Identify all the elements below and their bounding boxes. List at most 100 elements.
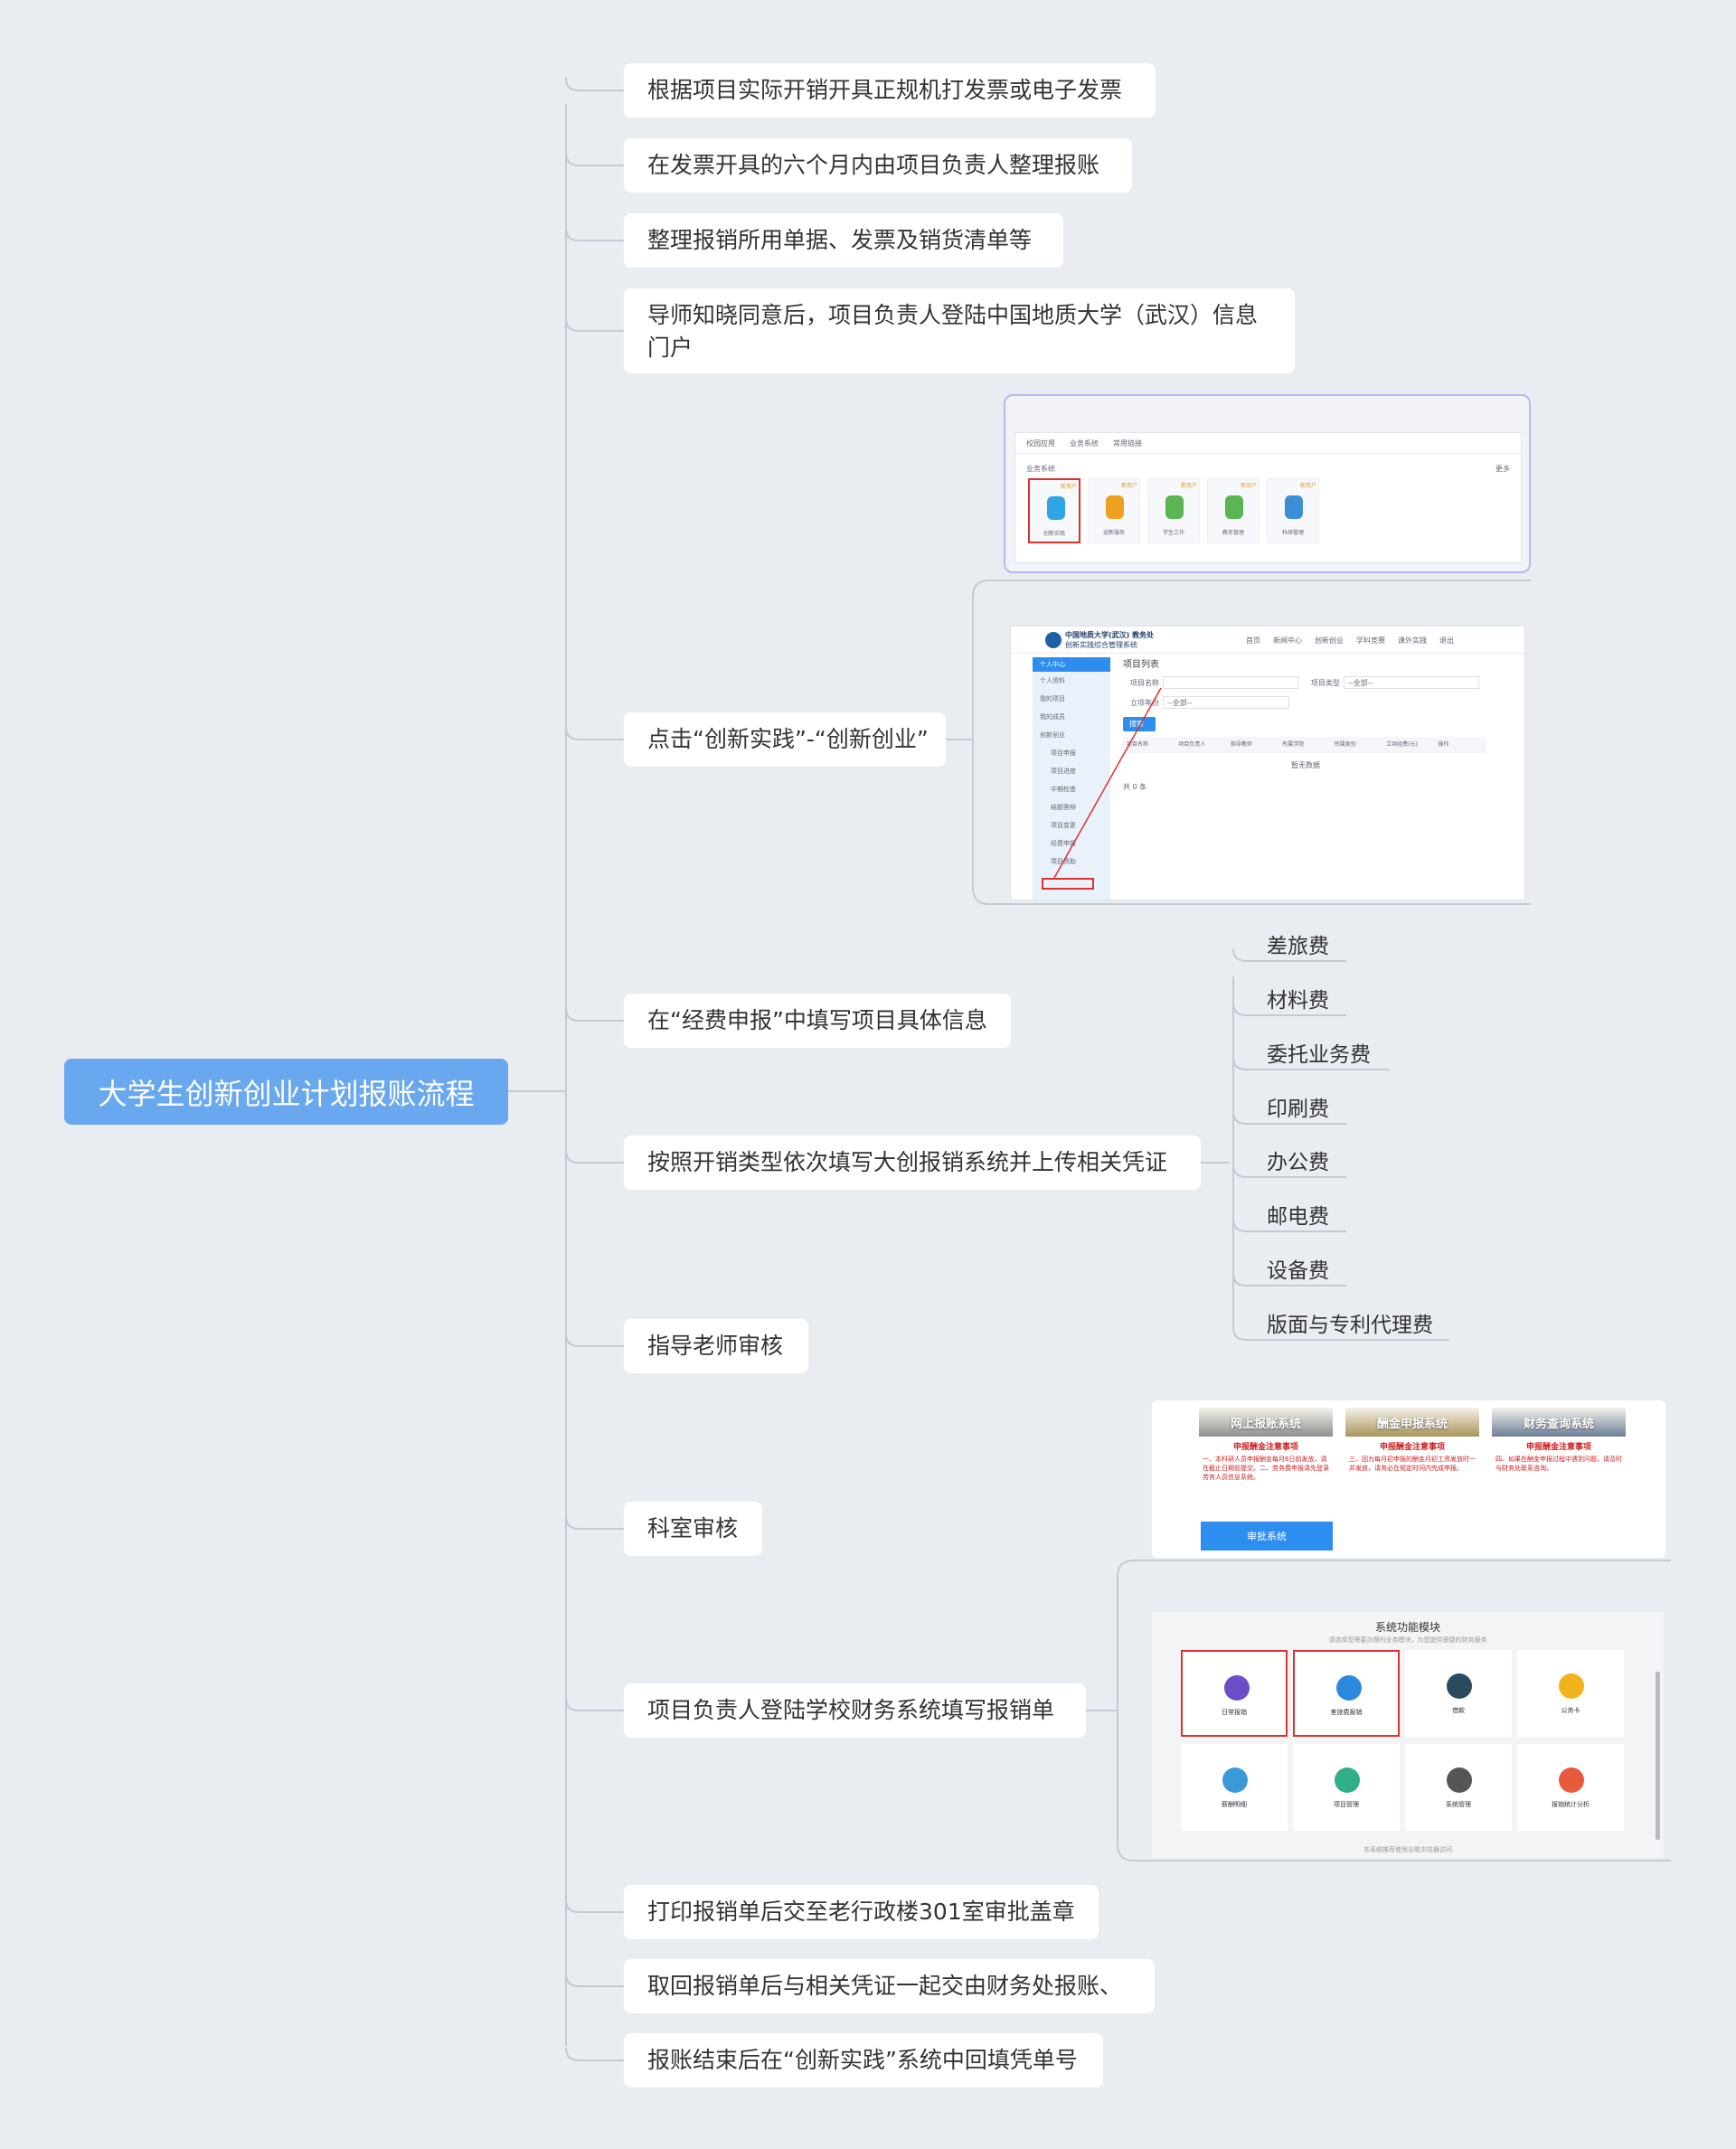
expense-type-7[interactable]: 设备费 [1267, 1259, 1329, 1283]
modules-footer: 本系统推荐使用谷歌浏览器访问 [1363, 1846, 1452, 1853]
step-label: 根据项目实际开销开具正规机打发票或电子发票 [647, 77, 1123, 103]
expense-type-3[interactable]: 委托业务费 [1267, 1043, 1371, 1067]
finance-system-1[interactable]: 网上报账系统申报酬金注意事项一、本科研人员申报酬金每月6日前发放，请在截止日期前… [1199, 1408, 1333, 1518]
sidebar-item-3[interactable]: 我的项目 [1040, 695, 1065, 702]
innovation-system-screenshot: 中国地质大学(武汉) 教务处 创新实践综合管理系统 首页新闻中心创新创业学科竞赛… [1010, 626, 1525, 900]
nav-item-2[interactable]: 新闻中心 [1273, 636, 1302, 645]
step-node-10[interactable]: 项目负责人登陆学校财务系统填写报销单 [624, 1683, 1086, 1738]
step-label: 科室审核 [647, 1515, 739, 1541]
step-label: 在“经费申报”中填写项目具体信息 [647, 1007, 987, 1033]
finance-module-3[interactable]: 借款 [1405, 1650, 1512, 1737]
school-logo-icon [1045, 632, 1061, 648]
finance-modules-screenshot: 系统功能模块 请选择您需要办理的业务模块，为您提供便捷的财务服务 日常报销差旅费… [1152, 1612, 1664, 1858]
step-label: 报账结束后在“创新实践”系统中回填凭单号 [647, 2047, 1078, 2073]
expense-type-6[interactable]: 邮电费 [1267, 1205, 1329, 1229]
step-node-7[interactable]: 按照开销类型依次填写大创报销系统并上传相关凭证 [624, 1136, 1201, 1190]
nav-item-6[interactable]: 退出 [1439, 636, 1454, 645]
nav-item-4[interactable]: 学科竞赛 [1356, 636, 1385, 645]
sidebar-item-11[interactable]: 经费申报 [1051, 840, 1076, 847]
table-column-4: 所属学院 [1282, 741, 1305, 748]
step-node-9[interactable]: 科室审核 [624, 1502, 762, 1556]
sidebar-item-5[interactable]: 创新创业 [1040, 731, 1065, 739]
sidebar-item-9[interactable]: 结题答辩 [1051, 804, 1076, 811]
filter-input-name[interactable] [1163, 676, 1298, 689]
expense-type-2[interactable]: 材料费 [1267, 989, 1329, 1013]
app-icon [1106, 495, 1124, 519]
portal-app-1[interactable]: 新用户创新实践 [1028, 478, 1080, 543]
step-node-2[interactable]: 在发票开具的六个月内由项目负责人整理报账 [624, 138, 1132, 193]
portal-more-link[interactable]: 更多 [1495, 465, 1510, 473]
root-label: 大学生创新创业计划报账流程 [98, 1076, 475, 1111]
module-icon [1224, 1675, 1250, 1701]
step-node-3[interactable]: 整理报销所用单据、发票及销货清单等 [624, 213, 1063, 268]
expense-type-5[interactable]: 办公费 [1267, 1151, 1329, 1174]
step-label: 导师知晓同意后，项目负责人登陆中国地质大学（武汉）信息门户 [647, 302, 1259, 361]
step-label: 项目负责人登陆学校财务系统填写报销单 [647, 1697, 1055, 1723]
root-node[interactable]: 大学生创新创业计划报账流程 [64, 1059, 508, 1125]
finance-system-2[interactable]: 酬金申报系统申报酬金注意事项三、因为每月初申报的酬金月初工资发放时一并发放，请务… [1345, 1408, 1479, 1518]
nav-item-5[interactable]: 课外实践 [1398, 636, 1427, 645]
table-column-6: 立项经费(元) [1386, 741, 1418, 748]
sidebar-item-8[interactable]: 中期检查 [1051, 786, 1076, 793]
step-label: 在发票开具的六个月内由项目负责人整理报账 [647, 152, 1100, 178]
step-node-8[interactable]: 指导老师审核 [624, 1319, 808, 1373]
step-node-13[interactable]: 报账结束后在“创新实践”系统中回填凭单号 [624, 2033, 1103, 2088]
module-icon [1335, 1767, 1360, 1793]
expense-type-4[interactable]: 印刷费 [1267, 1098, 1329, 1121]
finance-module-2[interactable]: 差旅费报销 [1293, 1650, 1400, 1737]
finance-system-3[interactable]: 财务查询系统申报酬金注意事项四、如果在酬金申报过程中遇到问题，请及时与财务处联系… [1492, 1408, 1626, 1518]
table-column-2: 项目负责人 [1178, 741, 1206, 748]
approval-system-button[interactable]: 审批系统 [1201, 1522, 1333, 1550]
step-label: 打印报销单后交至老行政楼301室审批盖章 [647, 1899, 1075, 1925]
scrollbar[interactable] [1656, 1672, 1660, 1840]
nav-item-3[interactable]: 创新创业 [1315, 636, 1344, 645]
module-icon [1559, 1767, 1584, 1793]
sidebar-item-4[interactable]: 我的成员 [1040, 713, 1065, 721]
filter-label-type: 项目类型 [1311, 679, 1340, 687]
step-node-6[interactable]: 在“经费申报”中填写项目具体信息 [624, 994, 1011, 1048]
system-logo: 中国地质大学(武汉) 教务处 [1065, 631, 1155, 639]
step-node-1[interactable]: 根据项目实际开销开具正规机打发票或电子发票 [624, 63, 1156, 118]
portal-screenshot: 校园应用业务系统常用链接 业务系统 更多 新用户创新实践新用户迎新服务新用户学生… [1004, 394, 1531, 573]
portal-app-2[interactable]: 新用户迎新服务 [1088, 478, 1140, 543]
step-label: 指导老师审核 [647, 1333, 784, 1359]
search-button[interactable]: 搜索 [1123, 717, 1156, 731]
sidebar-item-2[interactable]: 个人资料 [1040, 677, 1065, 684]
sidebar-item-6[interactable]: 项目申报 [1051, 749, 1076, 757]
portal-app-5[interactable]: 新用户科研管理 [1267, 478, 1319, 543]
table-column-5: 所属类别 [1334, 741, 1356, 748]
portal-tab-3[interactable]: 常用链接 [1113, 439, 1142, 448]
expense-type-8[interactable]: 版面与专利代理费 [1267, 1314, 1433, 1337]
portal-app-4[interactable]: 新用户教务管理 [1207, 478, 1260, 543]
finance-module-5[interactable]: 薪酬明细 [1181, 1744, 1288, 1831]
finance-module-8[interactable]: 报销统计分析 [1517, 1744, 1624, 1831]
step-node-11[interactable]: 打印报销单后交至老行政楼301室审批盖章 [624, 1885, 1099, 1939]
finance-login-screenshot: 网上报账系统申报酬金注意事项一、本科研人员申报酬金每月6日前发放，请在截止日期前… [1152, 1400, 1665, 1558]
sidebar-item-1[interactable]: 个人中心 [1033, 657, 1110, 672]
table-column-3: 指导教师 [1230, 741, 1252, 748]
project-list-title: 项目列表 [1123, 660, 1159, 670]
empty-text: 暂无数据 [1291, 761, 1320, 769]
module-icon [1447, 1767, 1472, 1793]
system-logo-sub: 创新实践综合管理系统 [1065, 641, 1137, 649]
sidebar-item-10[interactable]: 项目变更 [1051, 822, 1076, 829]
finance-module-4[interactable]: 公务卡 [1517, 1650, 1624, 1737]
portal-app-3[interactable]: 新用户学生工作 [1147, 478, 1200, 543]
filter-select-type[interactable]: --全部-- [1344, 676, 1479, 689]
portal-tab-2[interactable]: 业务系统 [1070, 439, 1099, 448]
portal-section: 业务系统 [1026, 465, 1055, 473]
sidebar-item-7[interactable]: 项目进度 [1051, 768, 1076, 775]
table-column-1: 项目名称 [1127, 741, 1149, 748]
finance-module-7[interactable]: 系统管理 [1405, 1744, 1512, 1831]
finance-module-6[interactable]: 项目管理 [1293, 1744, 1400, 1831]
pager-text: 共 0 条 [1123, 783, 1147, 791]
step-node-12[interactable]: 取回报销单后与相关凭证一起交由财务处报账、 [624, 1959, 1155, 2013]
portal-tab-1[interactable]: 校园应用 [1026, 439, 1055, 448]
nav-item-1[interactable]: 首页 [1246, 636, 1260, 645]
step-node-5[interactable]: 点击“创新实践”-“创新创业” [624, 712, 946, 767]
step-node-4[interactable]: 导师知晓同意后，项目负责人登陆中国地质大学（武汉）信息门户 [624, 288, 1295, 373]
filter-select-year[interactable]: --全部-- [1163, 696, 1289, 709]
module-icon [1447, 1673, 1472, 1699]
expense-type-1[interactable]: 差旅费 [1267, 935, 1329, 958]
finance-module-1[interactable]: 日常报销 [1181, 1650, 1288, 1737]
